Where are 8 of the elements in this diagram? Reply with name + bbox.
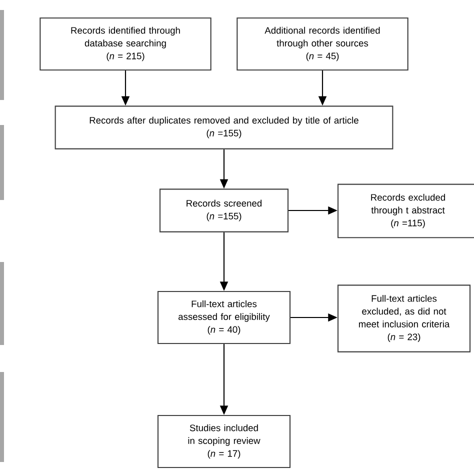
process-box: Full-text articles assessed for eligibility (n = 40) (157, 290, 291, 344)
process-box: Records after duplicates removed and excluded by title of article (n =155) (54, 106, 394, 150)
process-box: Additional records identified through other sources (n = 45) (236, 17, 408, 71)
process-box: Records identified through database searching (n = 215) (40, 17, 212, 71)
process-box: Studies included in scoping review (n = 17) (157, 414, 291, 468)
process-box: Records excluded through t abstract (n =115) (337, 184, 474, 238)
process-box: Full-text articles excluded, as did not meet inclusion criteria (n = 23) (337, 284, 471, 352)
process-box: Records screened (n =155) (159, 188, 289, 232)
